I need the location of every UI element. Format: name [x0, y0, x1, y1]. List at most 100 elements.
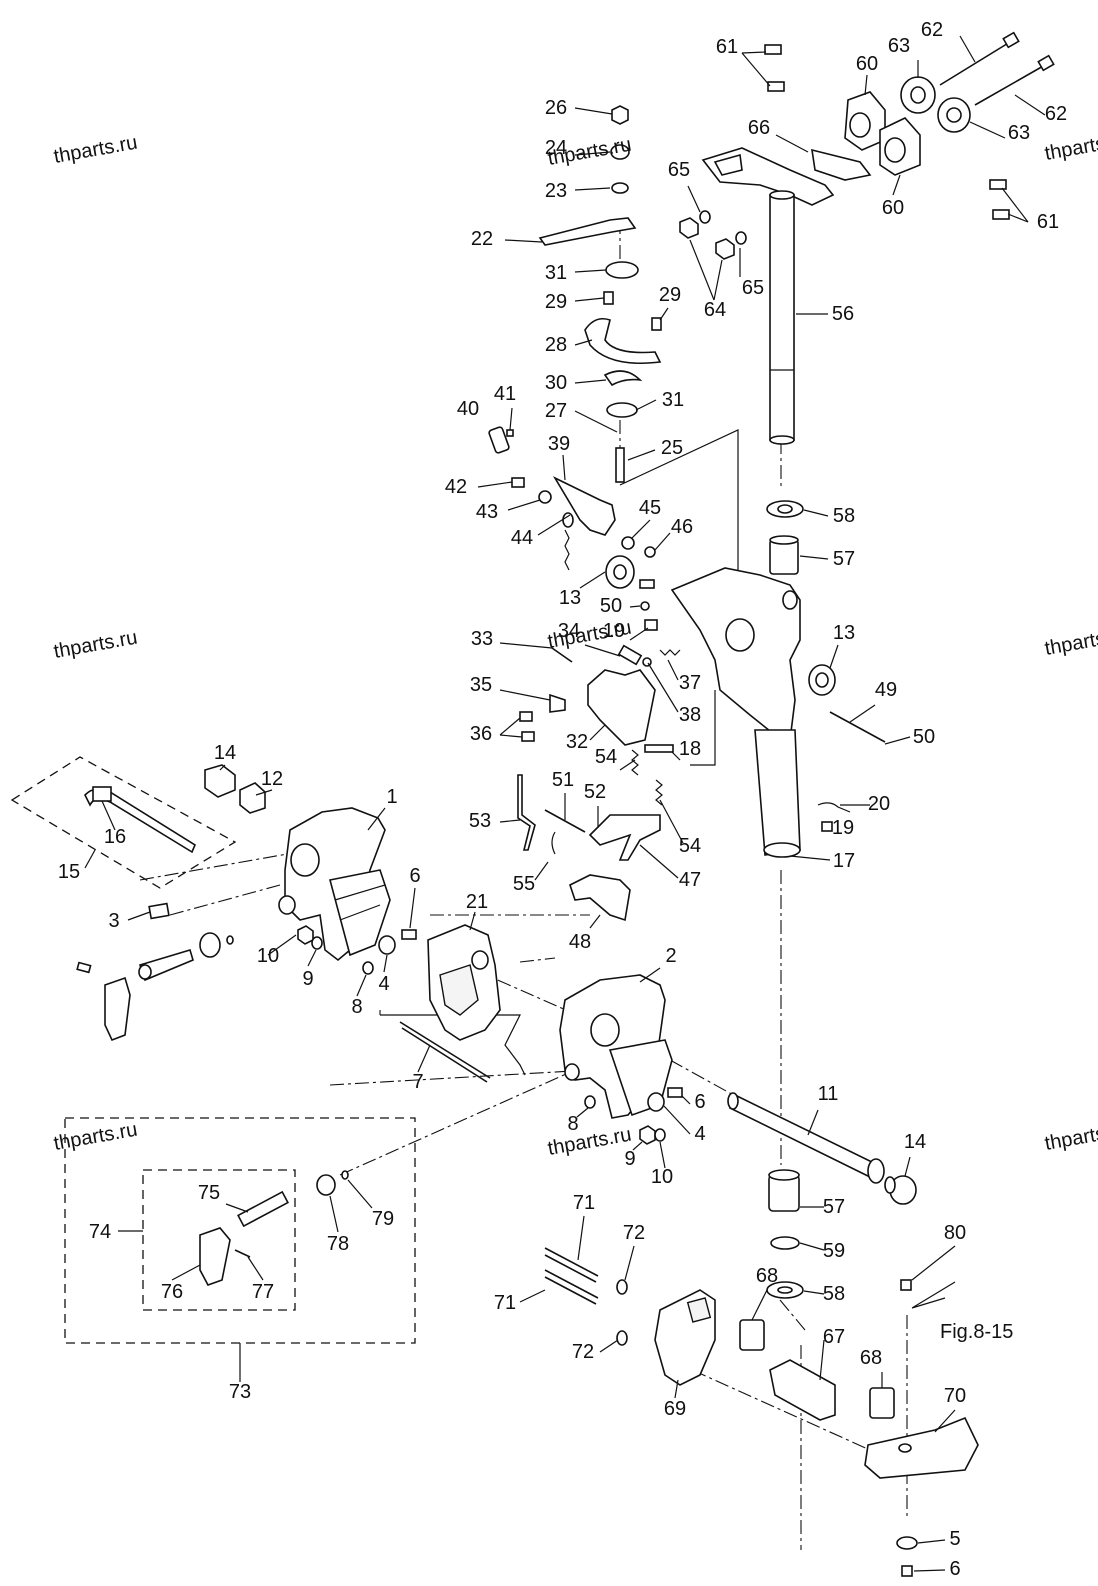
part-callout-c63b: 63 [1008, 122, 1030, 144]
part-callout-c57b: 57 [823, 1196, 845, 1218]
part-callout-c48: 48 [569, 931, 591, 953]
part-callout-c76: 76 [161, 1281, 183, 1303]
part-callout-c14b: 14 [904, 1131, 926, 1153]
part-callout-c54b: 54 [679, 835, 701, 857]
part-callout-c56: 56 [832, 303, 854, 325]
clamp-plate [427, 924, 501, 1041]
part-callout-c80: 80 [944, 1222, 966, 1244]
part-callout-c50b: 50 [913, 726, 935, 748]
part-callout-c22: 22 [471, 228, 493, 250]
part-callout-c68a: 68 [756, 1265, 778, 1287]
watermark-text: thparts.ru [1043, 1119, 1098, 1155]
part-callout-c36: 36 [470, 723, 492, 745]
part-callout-c61a: 61 [716, 36, 738, 58]
part-callout-c21: 21 [466, 891, 488, 913]
part-callout-c31b: 31 [662, 389, 684, 411]
part-callout-c78: 78 [327, 1233, 349, 1255]
part-callout-c64: 64 [704, 299, 726, 321]
part-callout-c6b: 6 [694, 1091, 705, 1113]
stern-bracket-right [559, 974, 683, 1145]
part-callout-c58a: 58 [833, 505, 855, 527]
part-callout-c72b: 72 [572, 1341, 594, 1363]
lower-mount-parts [654, 1279, 979, 1577]
part-callout-c72a: 72 [623, 1222, 645, 1244]
part-callout-c4a: 4 [378, 973, 389, 995]
tilt-lock-group [488, 426, 681, 922]
part-callout-c26: 26 [545, 97, 567, 119]
part-callout-c23: 23 [545, 180, 567, 202]
part-callout-c43: 43 [476, 501, 498, 523]
part-callout-c51: 51 [552, 769, 574, 791]
part-callout-c29b: 29 [659, 284, 681, 306]
part-callout-c16: 16 [104, 826, 126, 848]
leader-lines [84, 35, 1046, 1572]
part-callout-c50a: 50 [600, 595, 622, 617]
part-callout-c69: 69 [664, 1398, 686, 1420]
steering-bracket-assembly [679, 31, 1055, 445]
part-callout-c60b: 60 [882, 197, 904, 219]
part-callout-c35: 35 [470, 674, 492, 696]
part-callout-c60a: 60 [856, 53, 878, 75]
part-callout-c8b: 8 [567, 1113, 578, 1135]
part-callout-c9a: 9 [302, 968, 313, 990]
part-callout-c1: 1 [386, 786, 397, 808]
part-callout-c39: 39 [548, 433, 570, 455]
part-callout-c13a: 13 [559, 587, 581, 609]
part-callout-c47: 47 [679, 869, 701, 891]
part-callout-c58b: 58 [823, 1283, 845, 1305]
part-callout-c25: 25 [661, 437, 683, 459]
part-callout-c54a: 54 [595, 746, 617, 768]
part-callout-c10b: 10 [651, 1166, 673, 1188]
part-callout-c20: 20 [868, 793, 890, 815]
part-callout-c46: 46 [671, 516, 693, 538]
part-callout-c41: 41 [494, 383, 516, 405]
lower-bushings [766, 1169, 804, 1299]
part-callout-c53: 53 [469, 810, 491, 832]
part-callout-c71a: 71 [573, 1192, 595, 1214]
part-callout-c14a: 14 [214, 742, 236, 764]
part-callout-c52: 52 [584, 781, 606, 803]
part-callout-c62a: 62 [921, 19, 943, 41]
watermark-text: thparts.ru [546, 1124, 633, 1160]
figure-reference: Fig.8-15 [940, 1321, 1013, 1343]
part-callout-c37: 37 [679, 672, 701, 694]
part-callout-c38: 38 [679, 704, 701, 726]
part-callout-c73: 73 [229, 1381, 251, 1403]
part-callout-c3: 3 [108, 910, 119, 932]
part-callout-c75: 75 [198, 1182, 220, 1204]
part-callout-c59: 59 [823, 1240, 845, 1262]
watermark-text: thparts.ru [52, 627, 139, 663]
part-callout-c49: 49 [875, 679, 897, 701]
part-callout-c29a: 29 [545, 291, 567, 313]
part-callout-c61b: 61 [1037, 211, 1059, 233]
part-callout-c40: 40 [457, 398, 479, 420]
lower-bolts [544, 1247, 628, 1346]
part-callout-c17: 17 [833, 850, 855, 872]
part-callout-c15: 15 [58, 861, 80, 883]
part-callout-c45: 45 [639, 497, 661, 519]
part-callout-c63a: 63 [888, 35, 910, 57]
part-callout-c65b: 65 [742, 277, 764, 299]
watermark-text: thparts.ru [1043, 129, 1098, 165]
part-callout-c55: 55 [513, 873, 535, 895]
part-callout-c8a: 8 [351, 996, 362, 1018]
friction-lever-group [538, 105, 662, 483]
part-callout-c62b: 62 [1045, 103, 1067, 125]
part-callout-c32: 32 [566, 731, 588, 753]
part-callout-c44: 44 [511, 527, 533, 549]
part-callout-c27: 27 [545, 400, 567, 422]
part-callout-c11: 11 [818, 1083, 839, 1105]
part-callout-c12: 12 [261, 768, 283, 790]
tilt-stopper-kit [199, 1170, 349, 1286]
part-callout-c13b: 13 [833, 622, 855, 644]
part-callout-c28: 28 [545, 334, 567, 356]
part-callout-c6a: 6 [409, 865, 420, 887]
part-callout-c30: 30 [545, 372, 567, 394]
part-callout-c9b: 9 [624, 1148, 635, 1170]
part-callout-c5: 5 [949, 1528, 960, 1550]
part-callout-c68b: 68 [860, 1347, 882, 1369]
swivel-bracket [670, 500, 886, 858]
